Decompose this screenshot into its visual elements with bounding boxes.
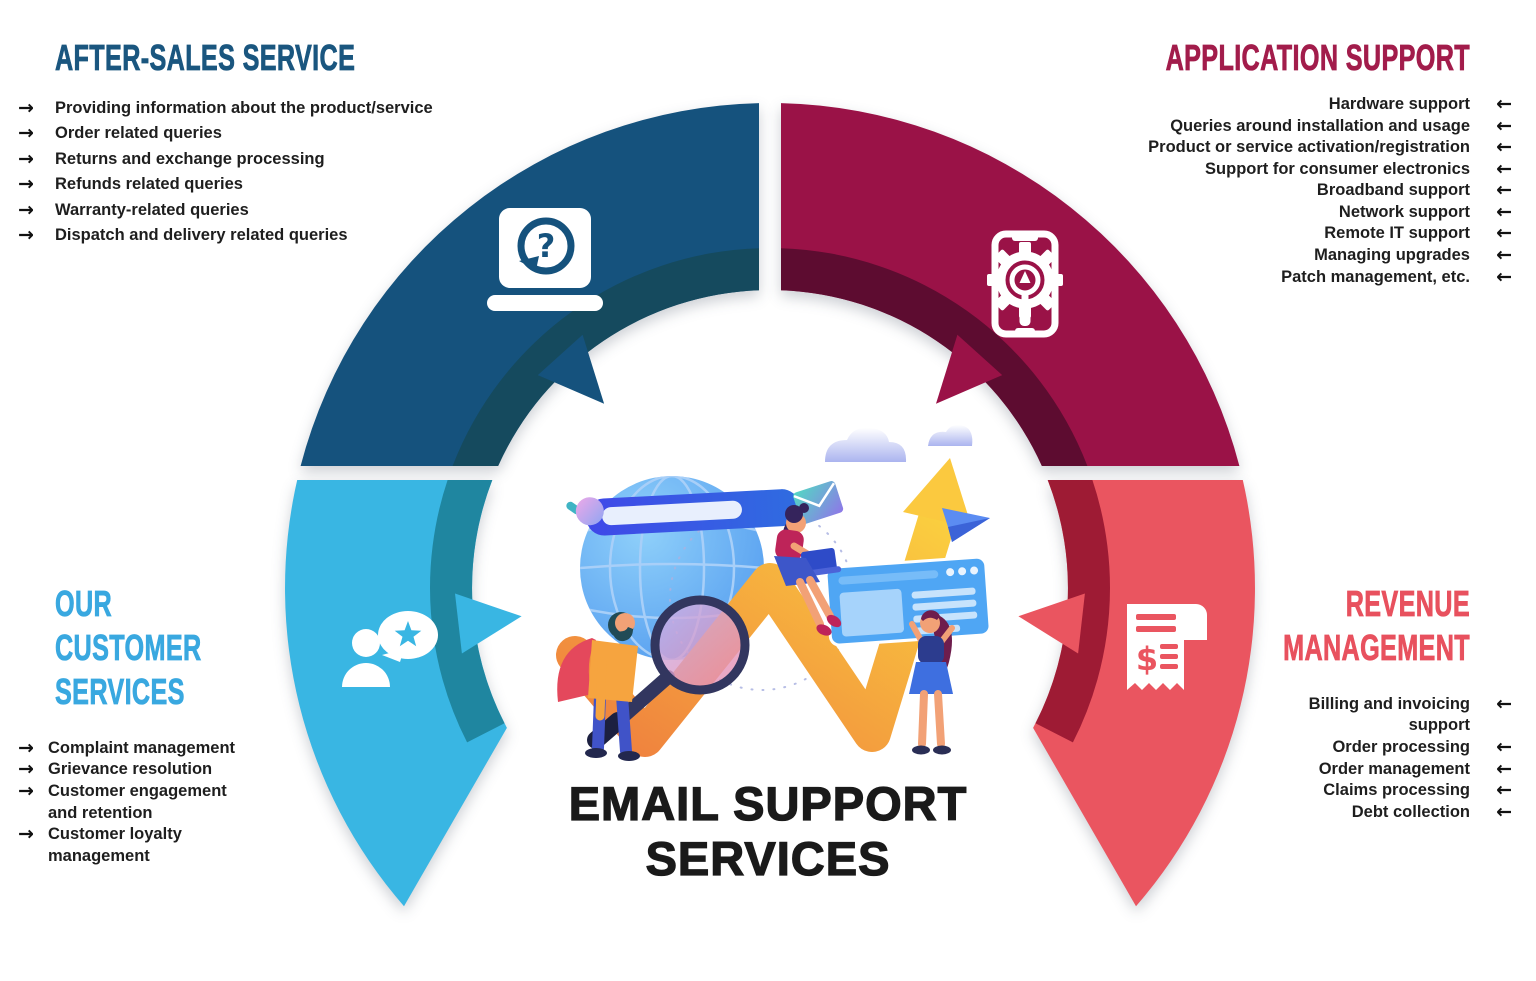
after-sales-list: →Providing information about the product…	[18, 96, 538, 249]
list-item: Queries around installation and usage←	[1170, 114, 1512, 137]
arrow-left-icon: ←	[1496, 692, 1512, 715]
revenue-management-list: Billing and invoicing support← Order pro…	[1182, 692, 1512, 824]
customer-feedback-icon	[342, 611, 438, 687]
arrow-right-icon: →	[18, 758, 34, 781]
paper-plane-icon	[942, 508, 990, 542]
svg-text:$: $	[1136, 640, 1158, 678]
arrow-left-icon: ←	[1496, 736, 1512, 758]
arrow-left-icon: ←	[1496, 757, 1512, 780]
ring-band-after-sales	[452, 248, 759, 466]
section-revenue-management: REVENUE MANAGEMENT Billing and invoicing…	[1182, 582, 1512, 823]
list-item: Patch management, etc.←	[1281, 265, 1512, 288]
phone-tools-icon	[987, 230, 1063, 338]
arrow-left-icon: ←	[1496, 265, 1512, 288]
search-bar	[566, 489, 800, 536]
section-application-support: APPLICATION SUPPORT Hardware support← Qu…	[972, 36, 1512, 288]
list-item: →Grievance resolution	[18, 758, 213, 781]
star-icon	[394, 621, 422, 647]
list-item: Order processing←	[1332, 736, 1512, 758]
arrow-left-icon: ←	[1496, 157, 1512, 180]
arrow-right-icon: →	[18, 224, 34, 247]
arrow-left-icon: ←	[1496, 222, 1512, 245]
ring-notch-application-support	[936, 334, 1003, 404]
arrow-right-icon: →	[18, 96, 34, 119]
arrow-right-icon: →	[18, 779, 34, 802]
ring-notches	[455, 334, 1085, 654]
arrow-right-icon: →	[18, 122, 34, 145]
section-after-sales: AFTER-SALES SERVICE →Providing informati…	[18, 36, 538, 249]
list-item: →Providing information about the product…	[18, 96, 538, 122]
ring-band-application-support	[781, 248, 1088, 466]
person-man-standing	[557, 612, 640, 761]
list-item: Hardware support←	[1328, 92, 1512, 115]
arrow-left-icon: ←	[1496, 114, 1512, 137]
arrow-left-icon: ←	[1496, 136, 1512, 159]
list-item: Broadband support←	[1316, 179, 1512, 202]
list-item: Remote IT support←	[1324, 222, 1512, 245]
list-item: →Dispatch and delivery related queries	[18, 223, 538, 249]
section-title-application-support: APPLICATION SUPPORT	[1165, 37, 1470, 79]
center-illustration	[556, 424, 992, 761]
arrow-left-icon: ←	[1496, 179, 1512, 202]
list-item: Debt collection←	[1351, 800, 1512, 823]
list-item: →Customer loyalty management	[18, 823, 182, 865]
list-item: →Customer engagement and retention	[18, 779, 227, 822]
browser-card	[824, 555, 992, 647]
gear-icon	[987, 242, 1063, 326]
list-item: Network support←	[1338, 200, 1512, 223]
arrow-right-icon: →	[18, 198, 34, 221]
list-item: Product or service activation/registrati…	[1148, 136, 1512, 159]
ring-notch-after-sales	[537, 334, 605, 404]
person-woman-sitting	[774, 503, 842, 636]
envelope-icon	[793, 481, 844, 524]
arrow-right-icon: →	[18, 736, 34, 759]
list-item: Managing upgrades←	[1314, 244, 1512, 267]
growth-arrow-head	[903, 458, 972, 528]
section-title-after-sales: AFTER-SALES SERVICE	[55, 37, 356, 79]
arrow-left-icon: ←	[1496, 92, 1512, 115]
page-title: EMAIL SUPPORT SERVICES	[568, 776, 968, 886]
cloud-icon	[825, 427, 907, 462]
arrow-left-icon: ←	[1496, 779, 1512, 802]
list-item: Billing and invoicing support←	[1308, 692, 1512, 735]
application-support-list: Hardware support← Queries around install…	[972, 92, 1512, 288]
cloud-icon	[928, 424, 973, 446]
invoice-icon: $	[1127, 604, 1207, 690]
list-item: →Order related queries	[18, 121, 538, 147]
arrow-left-icon: ←	[1496, 244, 1512, 267]
list-item: Order management←	[1318, 757, 1512, 780]
list-item: Support for consumer electronics←	[1205, 157, 1512, 180]
list-item: →Warranty-related queries	[18, 198, 538, 224]
section-title-customer-services: OUR CUSTOMER SERVICES	[55, 583, 202, 713]
customer-services-list: →Complaint management →Grievance resolut…	[18, 736, 338, 868]
arrow-right-icon: →	[18, 173, 34, 196]
arrow-right-icon: →	[18, 823, 34, 846]
svg-text:?: ?	[537, 227, 556, 265]
laptop-question-icon: ?	[487, 208, 603, 311]
list-item: →Complaint management	[18, 736, 236, 759]
section-customer-services: OUR CUSTOMER SERVICES →Complaint managem…	[18, 582, 338, 867]
ring-notch-revenue-management	[1018, 593, 1085, 654]
ring-notch-customer-services	[455, 593, 522, 654]
arrow-right-icon: →	[18, 147, 34, 170]
section-title-revenue-management: REVENUE MANAGEMENT	[1283, 583, 1470, 669]
list-item: Claims processing←	[1323, 779, 1512, 802]
list-item: →Refunds related queries	[18, 172, 538, 198]
list-item: →Returns and exchange processing	[18, 147, 538, 173]
person-woman-holding-card	[909, 610, 955, 755]
arrow-left-icon: ←	[1496, 200, 1512, 223]
arrow-left-icon: ←	[1496, 800, 1512, 823]
